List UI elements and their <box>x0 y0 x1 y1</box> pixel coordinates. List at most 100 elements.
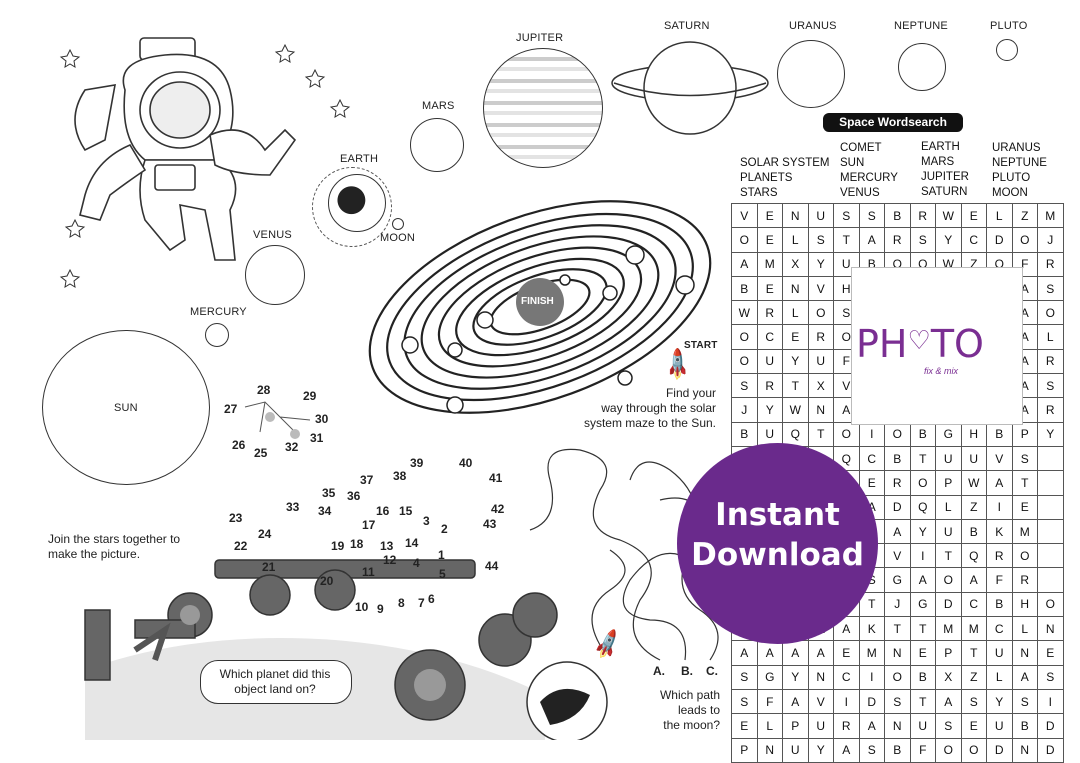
uranus-planet <box>777 40 845 108</box>
wordsearch-cell: Y <box>1037 421 1064 447</box>
word-list-column: EARTH MARS JUPITER SATURN <box>921 140 969 200</box>
dot-number: 4 <box>413 556 420 570</box>
wordsearch-cell: G <box>909 591 936 618</box>
dot-number: 39 <box>410 456 424 470</box>
earth-planet <box>312 167 392 247</box>
venus-label: VENUS <box>253 229 292 241</box>
wordsearch-cell: R <box>1037 348 1064 375</box>
wordsearch-cell: N <box>782 202 809 229</box>
photo-logo: PH♡TO <box>856 322 1021 366</box>
wordsearch-cell: I <box>858 421 885 447</box>
dot-number: 16 <box>376 504 390 518</box>
wordsearch-cell: U <box>782 737 809 763</box>
dot-number: 1 <box>438 548 445 562</box>
wordsearch-cell: D <box>986 737 1013 763</box>
dot-number: 44 <box>485 559 499 573</box>
wordsearch-cell: C <box>960 591 987 618</box>
word-list-item: VENUS <box>840 187 880 199</box>
dot-number: 18 <box>350 537 364 551</box>
wordsearch-cell: P <box>1011 421 1038 447</box>
dot-number: 28 <box>257 383 271 397</box>
wordsearch-cell: I <box>833 688 860 715</box>
wordsearch-cell: I <box>858 664 885 690</box>
mars-label: MARS <box>422 100 455 112</box>
wordsearch-cell <box>1037 567 1064 593</box>
wordsearch-cell: N <box>1037 616 1064 642</box>
planet-question-line: object land on? <box>234 682 316 696</box>
wordsearch-cell <box>1037 543 1064 569</box>
wordsearch-cell: R <box>756 300 783 326</box>
wordsearch-cell: S <box>858 202 885 229</box>
wordsearch-cell: S <box>858 737 885 763</box>
wordsearch-cell: S <box>1011 688 1038 715</box>
photo-logo-box <box>851 267 1023 425</box>
logo-text-right: TO <box>930 322 984 366</box>
wordsearch-cell: S <box>731 664 758 690</box>
saturn-planet <box>611 41 769 135</box>
dot-number: 33 <box>286 500 300 514</box>
wordsearch-cell: O <box>731 348 758 375</box>
wordsearch-cell: D <box>986 227 1013 253</box>
wordsearch-cell: B <box>731 421 758 447</box>
dot-number: 36 <box>347 489 361 503</box>
wordsearch-cell: G <box>884 567 911 593</box>
wordsearch-cell: I <box>986 494 1013 520</box>
word-list-item: MARS <box>921 156 955 168</box>
wordsearch-cell: O <box>909 470 936 496</box>
wordsearch-cell: A <box>833 737 860 763</box>
mercury-planet <box>205 323 229 347</box>
wordsearch-cell: A <box>731 640 758 666</box>
wordsearch-cell: U <box>807 202 834 229</box>
wordsearch-cell: K <box>986 518 1013 545</box>
wordsearch-cell: T <box>782 373 809 399</box>
wordsearch-cell: U <box>756 348 783 375</box>
wordsearch-cell: M <box>960 616 987 642</box>
wordsearch-cell: Q <box>909 494 936 520</box>
wordsearch-cell: P <box>731 737 758 763</box>
wordsearch-cell: S <box>1037 373 1064 399</box>
dot-number: 7 <box>418 596 425 610</box>
astronaut-illustration <box>59 37 351 288</box>
dot-number: 11 <box>362 565 375 579</box>
wordsearch-cell: S <box>909 227 936 253</box>
wordsearch-cell: R <box>756 373 783 399</box>
word-list-column: COMET SUN MERCURY VENUS <box>840 141 898 201</box>
neptune-planet <box>898 43 946 91</box>
wordsearch-cell: O <box>1011 227 1038 253</box>
dot-number: 2 <box>441 522 448 536</box>
wordsearch-cell: Z <box>1011 202 1038 229</box>
wordsearch-cell: J <box>731 397 758 423</box>
wordsearch-cell: A <box>731 251 758 277</box>
wordsearch-cell: T <box>909 616 936 642</box>
wordsearch-cell: T <box>884 616 911 642</box>
wordsearch-cell: U <box>986 640 1013 666</box>
word-list-item: SATURN <box>921 186 968 198</box>
word-list-item: SOLAR SYSTEM <box>740 157 830 169</box>
dot-number: 20 <box>320 574 334 588</box>
wordsearch-cell: W <box>935 202 962 229</box>
dot-number: 3 <box>423 514 430 528</box>
wordsearch-cell: S <box>1037 275 1064 302</box>
wordsearch-cell: Z <box>960 494 987 520</box>
wordsearch-cell: N <box>807 397 834 423</box>
earth-label: EARTH <box>340 153 379 165</box>
word-list-item: JUPITER <box>921 171 969 183</box>
wordsearch-cell: L <box>782 227 809 253</box>
word-list-item: URANUS <box>992 142 1041 154</box>
wordsearch-cell: E <box>909 640 936 666</box>
wordsearch-cell: A <box>858 227 885 253</box>
wordsearch-cell: M <box>935 616 962 642</box>
wordsearch-cell: E <box>833 640 860 666</box>
sun-planet <box>42 330 210 485</box>
wordsearch-cell: P <box>782 713 809 739</box>
word-list-item: PLANETS <box>740 172 793 184</box>
dot-number: 21 <box>262 560 276 574</box>
wordsearch-cell: C <box>756 324 783 350</box>
wordsearch-cell: T <box>807 421 834 447</box>
wordsearch-cell <box>1037 470 1064 496</box>
dot-number: 17 <box>362 518 376 532</box>
wordsearch-cell: A <box>909 567 936 593</box>
dot-number: 12 <box>383 553 397 567</box>
